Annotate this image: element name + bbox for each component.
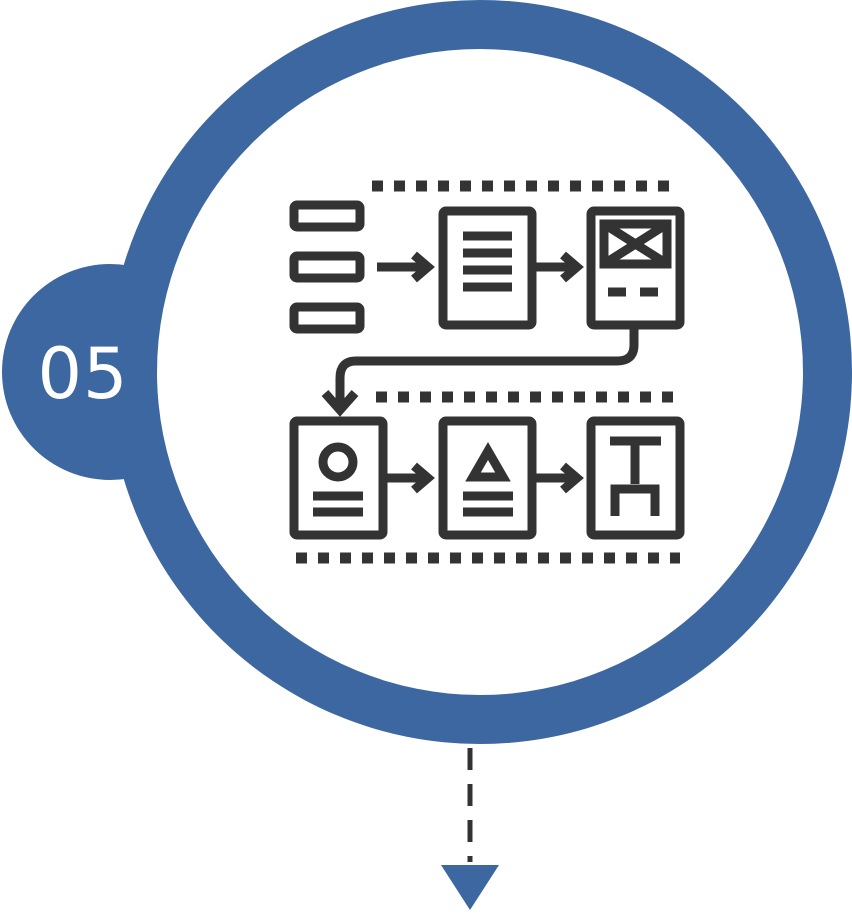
list-bar-icon	[289, 302, 365, 334]
curved-arrow-connector	[335, 327, 639, 408]
arrow-right-icon	[560, 462, 584, 494]
down-arrow-icon	[441, 865, 499, 910]
arrow-down-icon	[321, 390, 359, 417]
step-number-label: 05	[37, 333, 129, 415]
hierarchy-card-icon	[586, 416, 685, 540]
list-bar-icon	[289, 251, 365, 283]
arrow-right-icon	[411, 462, 435, 494]
profile-card-icon	[289, 416, 388, 540]
list-bar-icon	[289, 200, 365, 232]
workflow-process-icon	[289, 180, 685, 564]
wireframe-icon	[586, 206, 685, 330]
shape-card-icon	[438, 416, 537, 540]
arrow-right-icon	[560, 251, 584, 283]
step-ring-inner	[157, 49, 803, 695]
arrow-right-icon	[411, 251, 435, 283]
document-icon	[438, 206, 537, 330]
